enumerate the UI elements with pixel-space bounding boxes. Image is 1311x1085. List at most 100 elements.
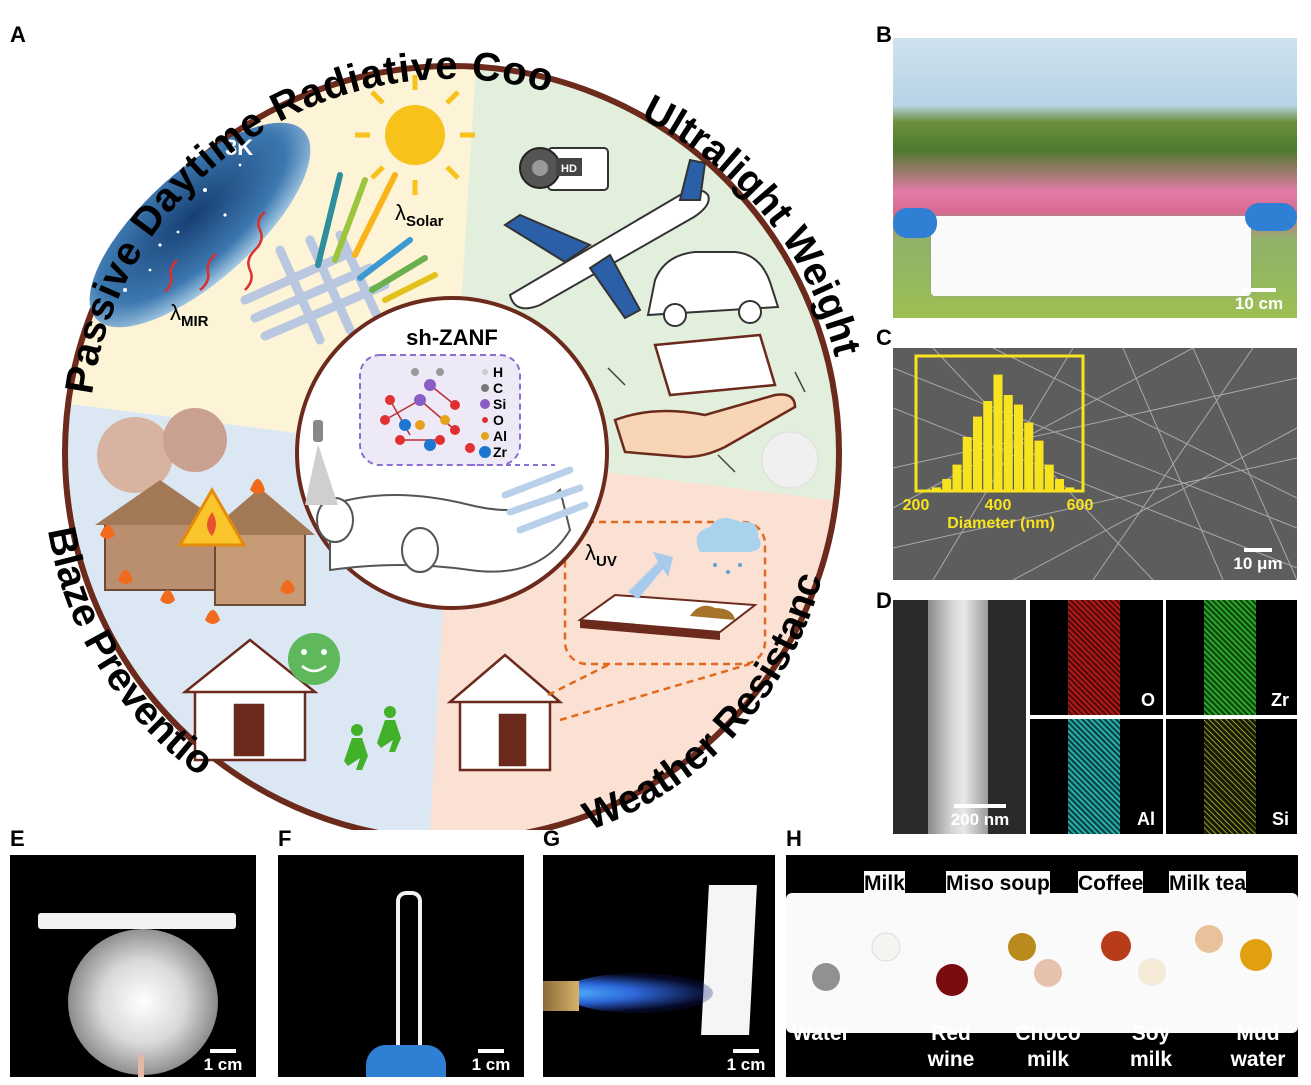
burning-houses-illustration <box>95 408 315 624</box>
label-milk-tea: Milk tea <box>1169 871 1247 897</box>
deep-space-ellipse <box>89 122 311 328</box>
label-miso-soup: Miso soup <box>946 871 1050 897</box>
liquid-droplets <box>812 925 1272 996</box>
camcorder-icon: HD <box>519 147 609 191</box>
spinneret-icon <box>305 420 338 505</box>
lambda-mir-label: λMIR <box>170 300 209 330</box>
smiley-face-icon <box>288 633 340 685</box>
histogram-bar <box>1054 479 1065 491</box>
burner-nozzle <box>543 981 579 1011</box>
map-label-o: O <box>1140 690 1155 710</box>
histogram-bar <box>931 487 942 491</box>
scale-bar-b: 10 cm <box>1227 288 1291 314</box>
panel-h-photo: Milk Miso soup Coffee Milk tea Water Red… <box>786 855 1298 1077</box>
blue-glove <box>366 1045 446 1077</box>
center-title: sh-ZANF <box>406 325 498 350</box>
label-coffee: Coffee <box>1078 871 1144 897</box>
lambda-uv-label: λUV <box>585 540 617 570</box>
space-temperature-label: 3K <box>225 135 253 160</box>
histogram-bar <box>1003 395 1013 491</box>
svg-text:O: O <box>493 412 504 428</box>
droplet-milk <box>871 932 901 962</box>
mir-emission-arrows <box>164 211 266 293</box>
svg-text:Zr: Zr <box>493 444 508 460</box>
histogram-bar <box>1044 464 1054 491</box>
droplet-choco-milk <box>1034 959 1062 987</box>
fabric-in-flame <box>701 885 757 1035</box>
fiber-zoom-icon <box>501 466 589 534</box>
histogram-bar <box>1013 404 1024 491</box>
dandelion-stem <box>138 1055 144 1077</box>
histogram-bar <box>1034 440 1044 491</box>
droplet-mud-water <box>1240 939 1272 971</box>
weather-house-illustration <box>446 653 564 772</box>
hist-xlabel: Diameter (nm) <box>947 515 1055 532</box>
safe-house-illustration <box>181 638 319 762</box>
panel-label-b: B <box>876 22 892 47</box>
airplane-icon <box>503 158 710 320</box>
element-legend: H C Si O Al Zr <box>479 364 508 460</box>
panel-a-circle-diagram: 3K λMIR λSolar HD <box>0 0 869 830</box>
droplet-water <box>812 963 840 991</box>
map-label-si: Si <box>1271 809 1289 829</box>
histogram-bar <box>1024 422 1034 491</box>
svg-text:Si: Si <box>493 396 506 412</box>
panel-e-photo: 1 cm <box>10 855 256 1077</box>
histogram-bar <box>983 401 993 491</box>
panel-label-e: E <box>10 826 25 851</box>
lambda-solar-label: λSolar <box>395 200 444 230</box>
panel-g-photo: 1 cm <box>543 855 775 1077</box>
histogram-bar <box>993 374 1003 491</box>
map-al: Al <box>1030 719 1163 834</box>
center-material-circle: sh-ZANF H C Si O Al Zr <box>295 296 609 610</box>
droplet-coffee <box>1101 931 1131 961</box>
right-glove <box>1245 203 1297 231</box>
histogram-bar <box>1065 487 1075 491</box>
histogram-bar <box>972 416 983 491</box>
droplet-milk-tea <box>1195 925 1223 953</box>
fabric-strip <box>38 913 236 929</box>
weathering-zoom-inset: λUV <box>547 518 767 722</box>
scale-bar-c: 10 μm <box>1223 548 1293 574</box>
droplet-soy-milk <box>1138 958 1166 986</box>
left-glove <box>893 208 937 238</box>
panel-d-tem: 200 nm <box>893 600 1026 834</box>
sun-icon <box>355 75 475 195</box>
label-milk: Milk <box>864 871 905 897</box>
map-zr: Zr <box>1166 600 1297 715</box>
hist-tick-200: 200 <box>903 497 930 514</box>
label-water: Water <box>792 1022 850 1045</box>
hist-tick-600: 600 <box>1067 497 1094 514</box>
hd-badge: HD <box>561 163 577 175</box>
panel-label-h: H <box>786 826 802 851</box>
map-o: O <box>1030 600 1163 715</box>
droplet-red-wine <box>936 964 968 996</box>
histogram-bar <box>942 479 952 491</box>
car-icon <box>646 251 780 327</box>
dandelion-head <box>68 929 218 1075</box>
single-fiber <box>928 600 988 834</box>
scale-bar-d: 200 nm <box>940 804 1020 830</box>
hist-tick-400: 400 <box>985 497 1012 514</box>
white-fabric-sheet <box>931 216 1251 296</box>
dandelion-seed-icons <box>607 367 806 473</box>
hand-holding-fabric-icon <box>613 333 797 459</box>
folded-fabric-strip <box>396 891 422 1055</box>
svg-text:Al: Al <box>493 428 507 444</box>
panel-label-g: G <box>543 826 561 851</box>
blue-flame <box>563 973 713 1013</box>
panel-label-d: D <box>876 588 892 613</box>
droplet-miso-soup <box>1008 933 1036 961</box>
svg-text:C: C <box>493 380 503 396</box>
map-label-zr: Zr <box>1271 690 1289 710</box>
running-people-icon <box>344 706 401 770</box>
map-si: Si <box>1166 719 1297 834</box>
panel-label-f: F <box>278 826 292 851</box>
panel-label-c: C <box>876 325 892 350</box>
scale-bar-g: 1 cm <box>721 1049 771 1075</box>
panel-c-sem: 200 400 600 Diameter (nm) 10 μm <box>893 348 1297 580</box>
panel-b-photo: 10 cm <box>893 38 1297 318</box>
